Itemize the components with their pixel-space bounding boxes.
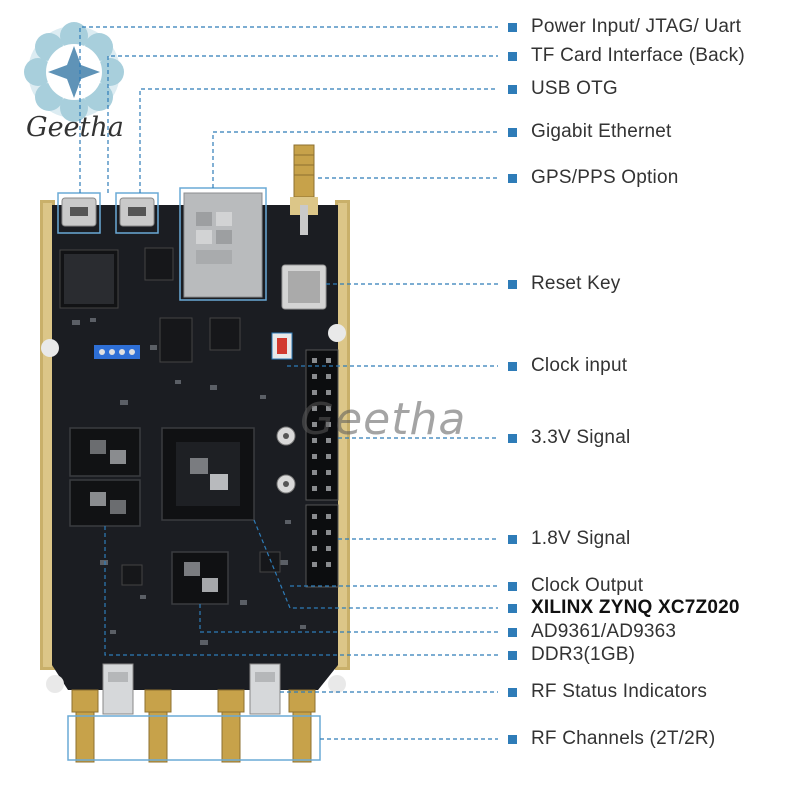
callout-clock-output: Clock Output <box>508 575 643 597</box>
bullet-icon <box>508 173 517 183</box>
bullet-icon <box>508 433 517 443</box>
callout-ddr3: DDR3(1GB) <box>508 644 635 666</box>
callout-reset-key: Reset Key <box>508 273 620 295</box>
jumper-header <box>94 345 140 359</box>
bullet-icon <box>508 687 517 697</box>
callout-3v3-signal: 3.3V Signal <box>508 427 630 449</box>
callout-usb-otg: USB OTG <box>508 78 618 100</box>
callout-label: USB OTG <box>531 78 618 99</box>
reset-key-icon <box>271 264 327 360</box>
callout-label: Power Input/ JTAG/ Uart <box>531 16 742 37</box>
usb-port <box>57 192 159 234</box>
small-ic <box>121 247 281 586</box>
ad9361-rf-chip <box>171 551 229 605</box>
callout-gps-pps: GPS/PPS Option <box>508 167 678 189</box>
callout-label: GPS/PPS Option <box>531 167 679 188</box>
watermark: Geetha <box>300 394 467 445</box>
bullet-icon <box>508 51 517 61</box>
callout-tf-card: TF Card Interface (Back) <box>508 45 745 67</box>
callout-label: TF Card Interface (Back) <box>531 45 745 66</box>
clock-connector-icon <box>276 426 296 494</box>
callout-label: XILINX ZYNQ XC7Z020 <box>531 597 740 618</box>
bullet-icon <box>508 361 517 371</box>
zynq-fpga-chip <box>161 427 255 521</box>
callout-rf-status: RF Status Indicators <box>508 681 707 703</box>
brand-logo-icon <box>24 22 124 122</box>
bullet-icon <box>508 22 517 32</box>
ethernet-port <box>179 187 267 301</box>
bullet-icon <box>508 603 517 613</box>
callout-label: Gigabit Ethernet <box>531 121 672 142</box>
gps-sma-connector-icon <box>290 144 318 235</box>
callout-label: 3.3V Signal <box>531 427 631 448</box>
pin-header <box>305 349 339 588</box>
sma-connector-icon <box>67 689 321 763</box>
callout-gigabit-ethernet: Gigabit Ethernet <box>508 121 672 143</box>
bullet-icon <box>508 650 517 660</box>
rf-status-indicators <box>102 663 281 715</box>
callout-zynq: XILINX ZYNQ XC7Z020 <box>508 597 740 619</box>
callout-1v8-signal: 1.8V Signal <box>508 528 630 550</box>
uart-jtag-chip <box>59 249 119 309</box>
callout-label: DDR3(1GB) <box>531 644 636 665</box>
bullet-icon <box>508 734 517 744</box>
callout-clock-input: Clock input <box>508 355 627 377</box>
board-frame <box>40 200 350 670</box>
bullet-icon <box>508 84 517 94</box>
ddr3-memory-chip <box>69 427 141 527</box>
callout-label: Clock Output <box>531 575 644 596</box>
bullet-icon <box>508 127 517 137</box>
callout-power-input: Power Input/ JTAG/ Uart <box>508 16 741 38</box>
callout-rf-channels: RF Channels (2T/2R) <box>508 728 715 750</box>
callout-label: Clock input <box>531 355 628 376</box>
bullet-icon <box>508 279 517 289</box>
callout-label: AD9361/AD9363 <box>531 621 677 642</box>
callout-label: RF Status Indicators <box>531 681 708 702</box>
callout-label: RF Channels (2T/2R) <box>531 728 716 749</box>
callout-ad9361: AD9361/AD9363 <box>508 621 676 643</box>
bullet-icon <box>508 627 517 637</box>
brand-logo-text: Geetha <box>26 112 124 143</box>
callout-label: 1.8V Signal <box>531 528 631 549</box>
callout-label: Reset Key <box>531 273 621 294</box>
callout-leader-lines <box>79 26 498 740</box>
bullet-icon <box>508 581 517 591</box>
bullet-icon <box>508 534 517 544</box>
